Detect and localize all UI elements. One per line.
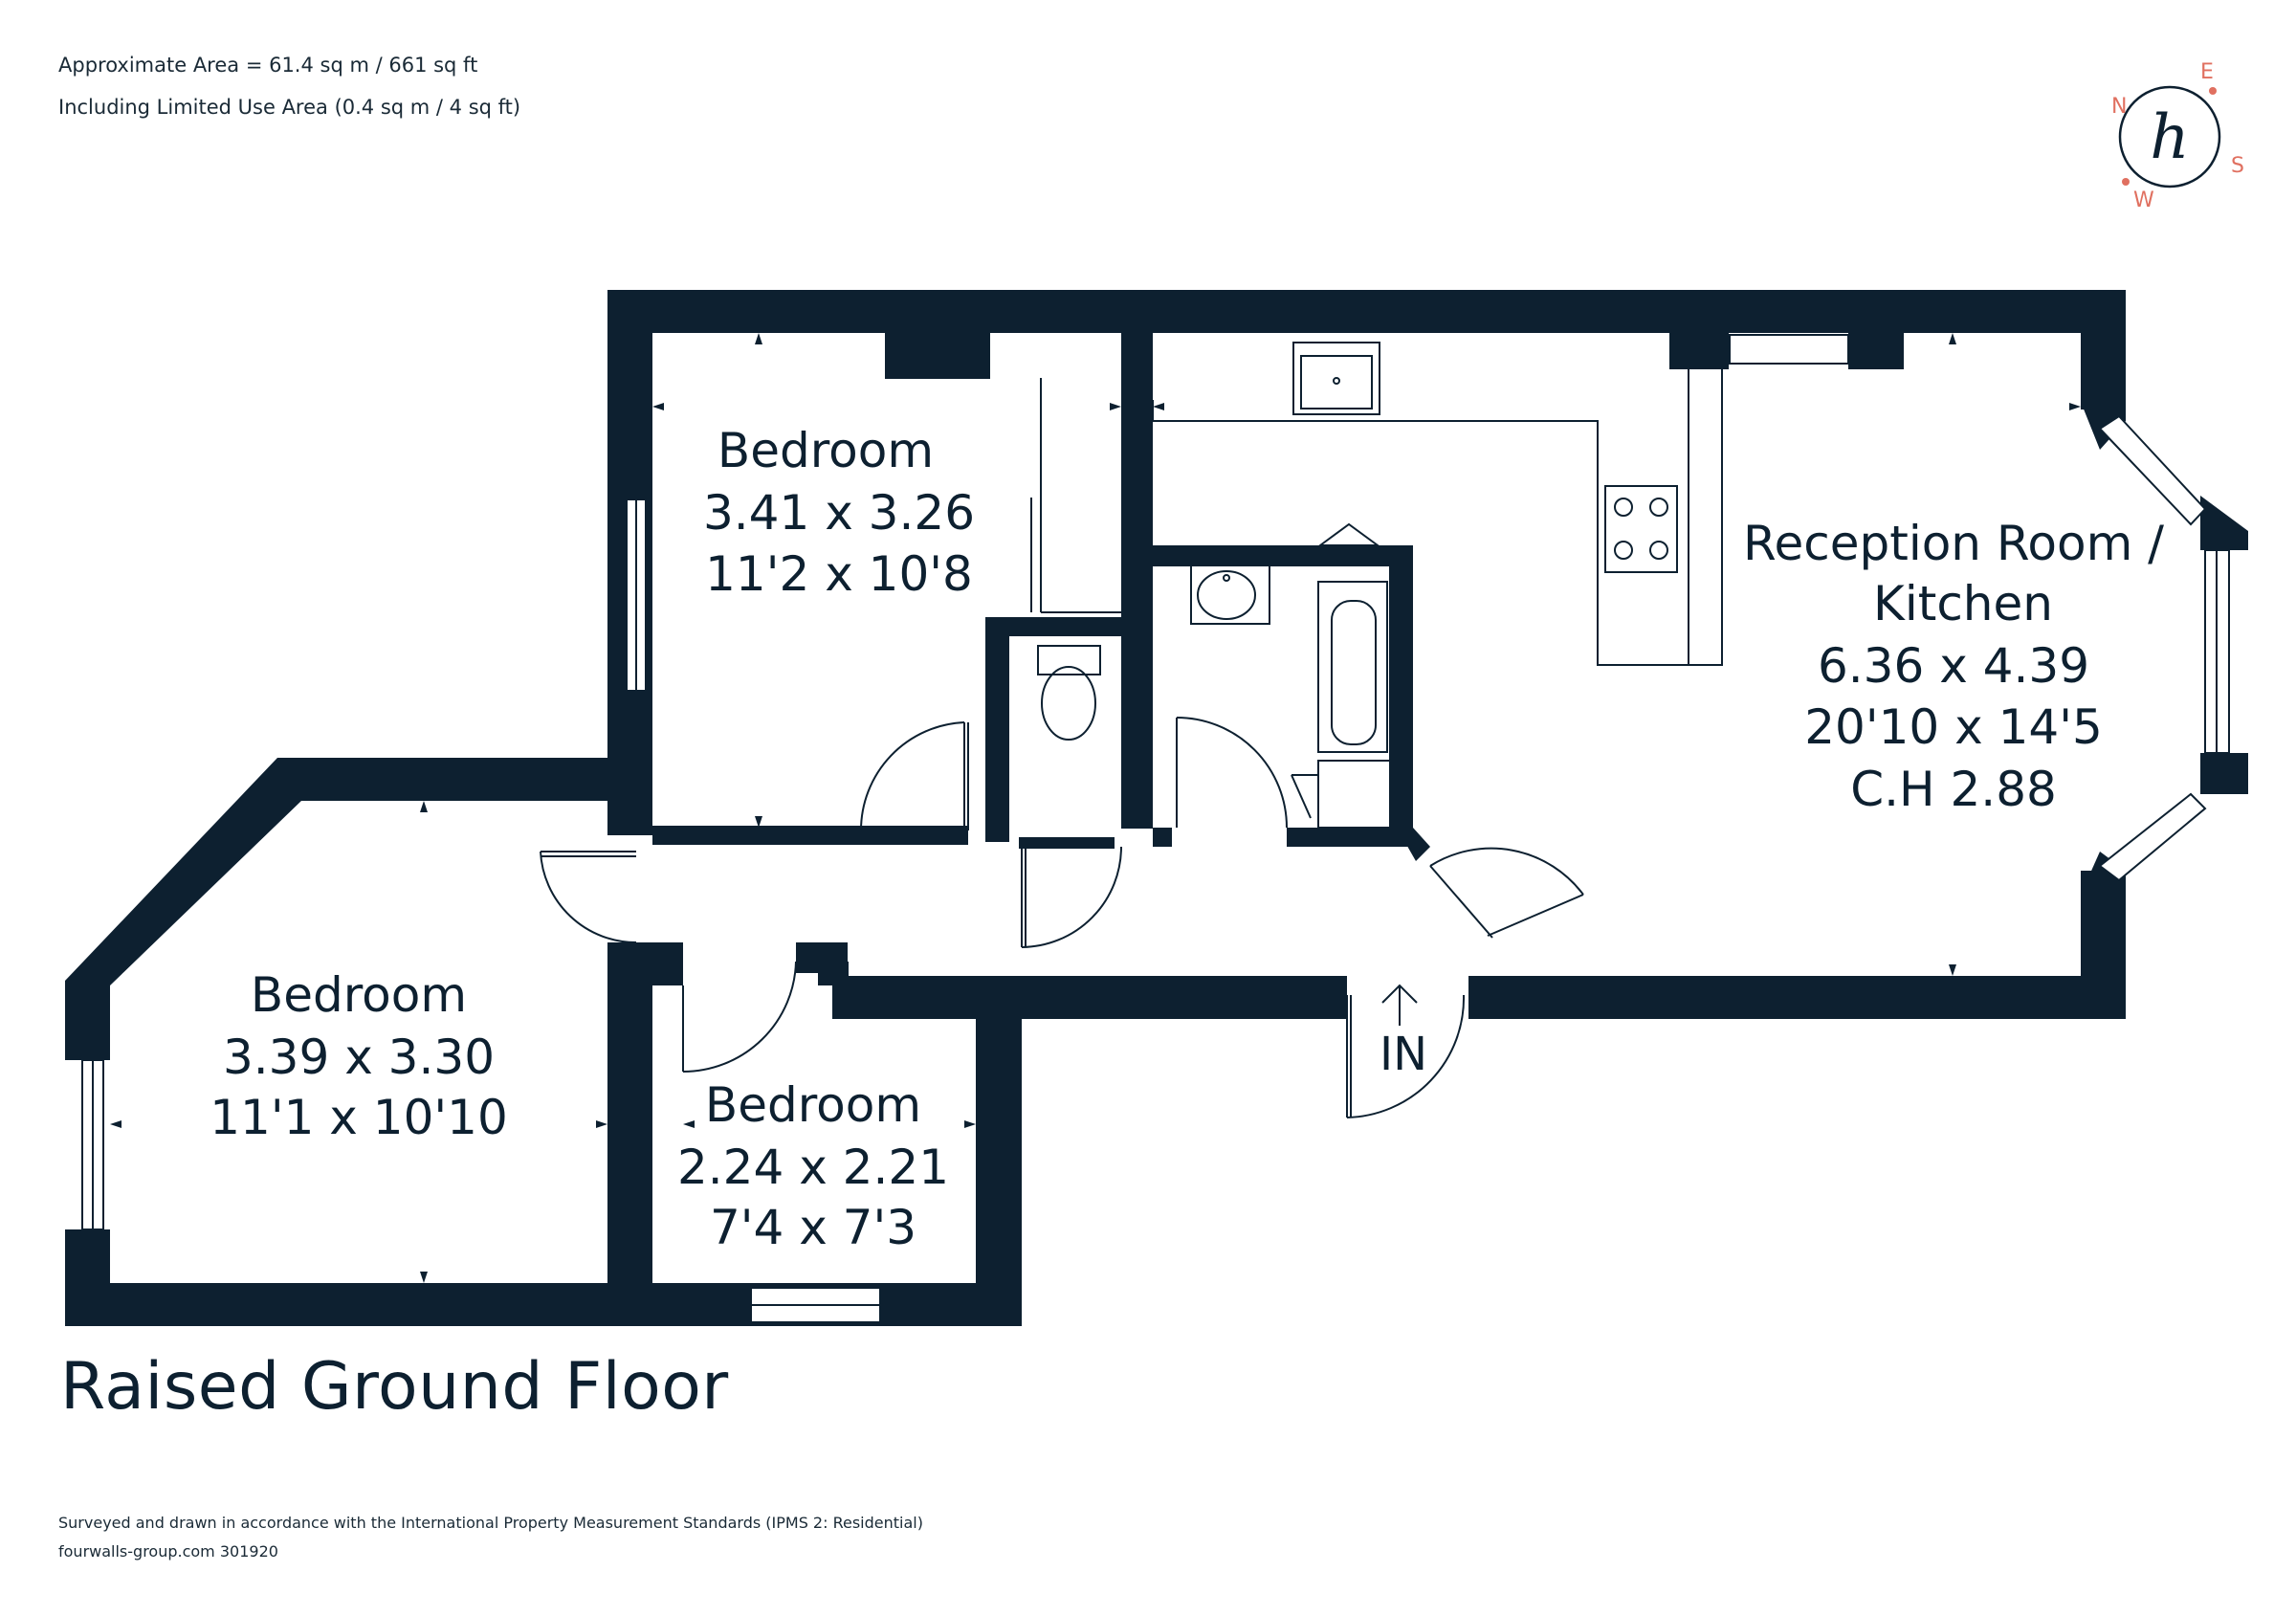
room-name-line1: Reception Room / [1743,516,2164,571]
room-imperial: 11'1 x 10'10 [210,1090,508,1145]
room-metric: 3.41 x 3.26 [703,485,975,541]
room-name: Bedroom [251,967,467,1023]
dimension-markers [110,333,2081,1283]
floor-title: Raised Ground Floor [60,1349,729,1425]
room-metric: 3.39 x 3.30 [223,1029,495,1085]
entrance-label: IN [1380,1028,1427,1081]
logo-letter: h [2150,102,2189,173]
area-summary: Approximate Area = 61.4 sq m / 661 sq ft [58,54,478,77]
room-ceiling-height: C.H 2.88 [1850,762,2057,817]
standards-note: Surveyed and drawn in accordance with th… [58,1514,923,1532]
room-bedroom-top: Bedroom 3.41 x 3.26 11'2 x 10'8 [703,423,975,602]
room-metric: 6.36 x 4.39 [1818,638,2089,694]
compass-north: N [2111,95,2127,119]
room-reception-kitchen: Reception Room / Kitchen 6.36 x 4.39 20'… [1743,516,2164,817]
room-imperial: 7'4 x 7'3 [710,1200,916,1255]
room-bedroom-small: Bedroom 2.24 x 2.21 7'4 x 7'3 [677,1077,949,1255]
room-name: Bedroom [718,423,934,478]
compass-west: W [2133,188,2154,212]
windows [81,334,2230,1323]
compass-east: E [2200,60,2214,84]
room-name-line2: Kitchen [1873,576,2053,631]
room-imperial: 20'10 x 14'5 [1804,699,2103,755]
compass-logo: N E S W h [2111,60,2244,212]
room-metric: 2.24 x 2.21 [677,1140,949,1195]
room-bedroom-left: Bedroom 3.39 x 3.30 11'1 x 10'10 [210,967,508,1145]
doors [540,717,1584,1118]
compass-south: S [2231,154,2244,178]
reference-note: fourwalls-group.com 301920 [58,1542,278,1561]
room-imperial: 11'2 x 10'8 [705,546,973,602]
fixtures [1030,342,1723,829]
limited-use-area: Including Limited Use Area (0.4 sq m / 4… [58,96,521,119]
room-name: Bedroom [705,1077,921,1133]
